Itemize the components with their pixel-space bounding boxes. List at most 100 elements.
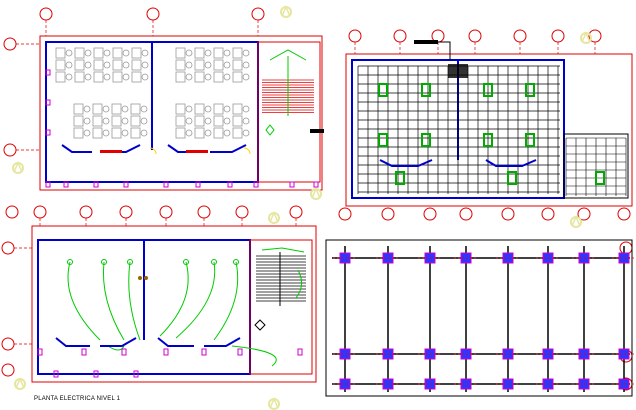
plan-border-red <box>39 35 323 191</box>
axis-bubble <box>348 29 362 43</box>
axis-bubble <box>197 205 211 219</box>
north-arrow-icon <box>581 31 591 43</box>
column-icon <box>289 181 295 188</box>
light-point-icon <box>183 259 189 265</box>
desk <box>213 127 224 139</box>
light-point-icon <box>127 259 133 265</box>
desk <box>194 127 205 139</box>
axis-bubble <box>146 7 160 21</box>
desk <box>73 115 84 127</box>
axis-bubble <box>1 363 15 377</box>
circuit <box>107 345 125 351</box>
light-point-icon <box>101 259 107 265</box>
stair-hall <box>257 41 321 183</box>
circuit <box>102 261 125 341</box>
column-icon <box>93 370 99 378</box>
column-icon <box>37 348 43 356</box>
axis-bubble <box>423 207 437 221</box>
section-mark <box>310 129 324 133</box>
desk <box>92 127 103 139</box>
axis-bubble <box>393 29 407 43</box>
chair <box>84 73 92 81</box>
desk <box>194 115 205 127</box>
axis-bubble <box>119 205 133 219</box>
chair <box>122 49 130 57</box>
desk <box>194 59 205 71</box>
axis-bubble <box>289 205 303 219</box>
desk <box>112 71 123 83</box>
column-icon <box>313 181 319 188</box>
desk <box>232 71 243 83</box>
axis-bubble <box>501 207 515 221</box>
window-wall <box>485 159 537 167</box>
desk <box>93 47 104 59</box>
desk <box>175 127 186 139</box>
light-fixture-icon <box>421 133 431 147</box>
chair <box>122 73 130 81</box>
window-wall <box>157 337 241 347</box>
circuit <box>67 261 101 341</box>
chair <box>185 129 193 137</box>
chair <box>185 49 193 57</box>
board <box>186 150 208 153</box>
north-arrow-icon <box>311 187 321 199</box>
chair <box>204 117 212 125</box>
desk <box>92 115 103 127</box>
chair <box>242 73 250 81</box>
axis-bubble <box>541 207 555 221</box>
desk <box>232 127 243 139</box>
axis-bubble <box>5 205 19 219</box>
chair <box>83 117 91 125</box>
axis-bubble <box>577 207 591 221</box>
column-icon <box>53 370 59 378</box>
axis-bubble <box>251 7 265 21</box>
light-point-icon <box>233 259 239 265</box>
column-icon <box>45 99 51 106</box>
north-arrow-icon <box>281 5 291 17</box>
desk <box>55 47 66 59</box>
chair <box>223 117 231 125</box>
light-fixture-icon <box>483 133 493 147</box>
desk <box>112 47 123 59</box>
desk <box>213 59 224 71</box>
light-fixture-icon <box>421 83 431 97</box>
column-icon <box>297 348 303 356</box>
circuit <box>175 261 216 339</box>
column-icon <box>121 348 127 356</box>
desk <box>232 59 243 71</box>
desk <box>130 103 141 115</box>
board <box>100 150 122 153</box>
axis-bubble <box>1 337 15 351</box>
chair <box>102 117 110 125</box>
desk <box>175 47 186 59</box>
column-icon <box>201 348 207 356</box>
window-wall <box>55 337 137 347</box>
light-fixture-icon <box>507 171 517 185</box>
drawing-caption: PLANTA ELECTRICA NIVEL 1 <box>34 396 121 402</box>
circuits <box>37 246 303 378</box>
foundation-border <box>325 239 633 397</box>
chair <box>103 61 111 69</box>
section-mark <box>414 40 438 44</box>
desk <box>131 71 142 83</box>
desk <box>93 59 104 71</box>
chair <box>204 49 212 57</box>
axis-bubble <box>617 207 631 221</box>
panel-icon <box>265 124 275 136</box>
chair <box>102 105 110 113</box>
chair <box>103 49 111 57</box>
column-icon <box>237 348 243 356</box>
desk <box>112 59 123 71</box>
axis-bubble <box>159 205 173 219</box>
junction-icon <box>144 276 148 280</box>
chair <box>204 129 212 137</box>
chair <box>141 73 149 81</box>
desk <box>232 103 243 115</box>
desk <box>73 127 84 139</box>
column-icon <box>93 181 99 188</box>
chair <box>84 61 92 69</box>
elec-stair-hall <box>249 239 313 375</box>
desk <box>213 103 224 115</box>
desk <box>55 59 66 71</box>
stair-slab <box>563 133 629 199</box>
